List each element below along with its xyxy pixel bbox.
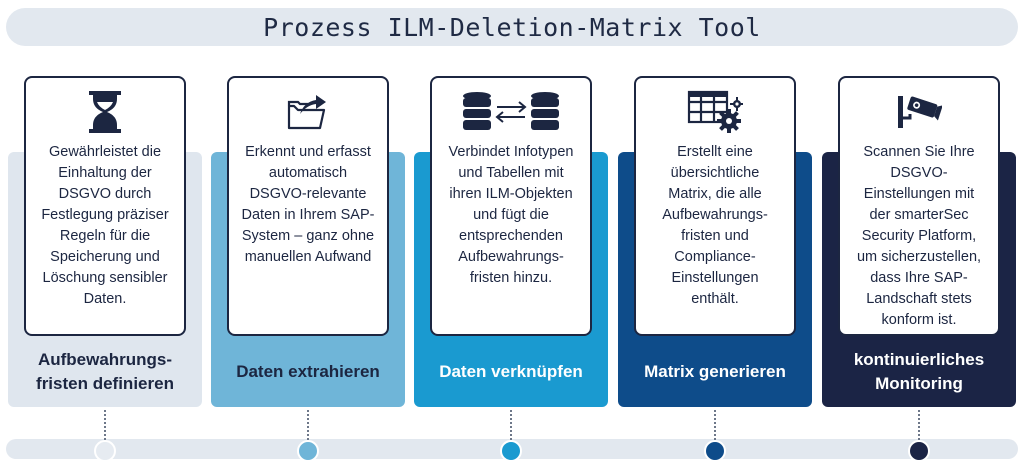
hourglass-icon <box>26 86 184 138</box>
connector-line <box>307 410 309 440</box>
timeline-dot <box>297 440 319 462</box>
description-line: System – ganz ohne <box>241 228 375 244</box>
description-line: DSGVO-relevante <box>249 186 367 202</box>
database-link-icon <box>432 86 590 138</box>
timeline-dot <box>500 440 522 462</box>
description-line: Einstellungen mit <box>863 186 975 202</box>
step-label: Matrix generieren <box>618 338 812 406</box>
description-line: DSGVO- <box>890 165 948 181</box>
connector-line <box>510 410 512 440</box>
description-line: Daten. <box>83 291 127 307</box>
label-line: fristen definieren <box>36 374 174 393</box>
connector-line <box>104 410 106 440</box>
page-title: Prozess ILM-Deletion-Matrix Tool <box>263 12 761 42</box>
description-line: konform ist. <box>881 312 957 328</box>
description-line: Matrix, die alle <box>668 186 762 202</box>
timeline-dot <box>94 440 116 462</box>
description-line: Compliance- <box>674 249 756 265</box>
title-bar: Prozess ILM-Deletion-Matrix Tool <box>6 8 1018 46</box>
connector-line <box>918 410 920 440</box>
description-line: ihren ILM-Objekten <box>449 186 573 202</box>
description-line: Regeln für die <box>59 228 151 244</box>
description-line: dass Ihre SAP- <box>870 270 968 286</box>
description-line: Landschaft stets <box>866 291 972 307</box>
description-line: um sicherzustellen, <box>856 249 982 265</box>
description-line: enthält. <box>691 291 739 307</box>
label-line: Daten verknüpfen <box>439 362 583 381</box>
step-label: Aufbewahrungs-fristen definieren <box>8 338 202 406</box>
description-line: Speicherung und <box>50 249 160 265</box>
description-line: Einhaltung der <box>58 165 152 181</box>
description-line: Einstellungen <box>671 270 759 286</box>
description-line: Löschung sensibler <box>42 270 168 286</box>
description-line: der smarterSec <box>869 207 969 223</box>
description-line: fristen und <box>681 228 749 244</box>
description-line: Gewährleistet die <box>48 144 162 160</box>
description-line: Erkennt und erfasst <box>245 144 371 160</box>
step-label: Daten extrahieren <box>211 338 405 406</box>
step-label: Daten verknüpfen <box>414 338 608 406</box>
description-line: Daten in Ihrem SAP- <box>241 207 375 223</box>
timeline-dot <box>908 440 930 462</box>
description-line: Security Platform, <box>861 228 977 244</box>
description-line: übersichtliche <box>670 165 760 181</box>
description-line: und Tabellen mit <box>458 165 564 181</box>
description-line: Verbindet Infotypen <box>448 144 574 160</box>
camera-icon <box>840 86 998 138</box>
description-line: Festlegung präziser <box>41 207 169 223</box>
timeline-dot <box>704 440 726 462</box>
description-line: Scannen Sie Ihre <box>863 144 975 160</box>
step-description: Verbindet Infotypen und Tabellen mit ihren… <box>438 142 584 289</box>
description-line: automatisch <box>268 165 348 181</box>
label-line: Daten extrahieren <box>236 362 380 381</box>
label-line: Aufbewahrungs- <box>37 350 173 369</box>
description-line: manuellen Aufwand <box>244 249 372 265</box>
step-card: Verbindet Infotypen und Tabellen mit ihren… <box>430 76 592 336</box>
folder-export-icon <box>229 86 387 138</box>
description-line: Aufbewahrungs- <box>458 249 564 265</box>
description-line: Aufbewahrungs- <box>662 207 768 223</box>
description-line: fristen hinzu. <box>469 270 553 286</box>
connector-line <box>714 410 716 440</box>
description-line: und fügt die <box>473 207 549 223</box>
label-line: Matrix generieren <box>644 362 786 381</box>
description-line: Erstellt eine <box>677 144 753 160</box>
description-line: entsprechenden <box>459 228 563 244</box>
label-line: kontinuierliches <box>853 350 985 369</box>
label-line: Monitoring <box>875 374 963 393</box>
description-line: DSGVO durch <box>58 186 152 202</box>
grid-gear-icon <box>636 86 794 138</box>
